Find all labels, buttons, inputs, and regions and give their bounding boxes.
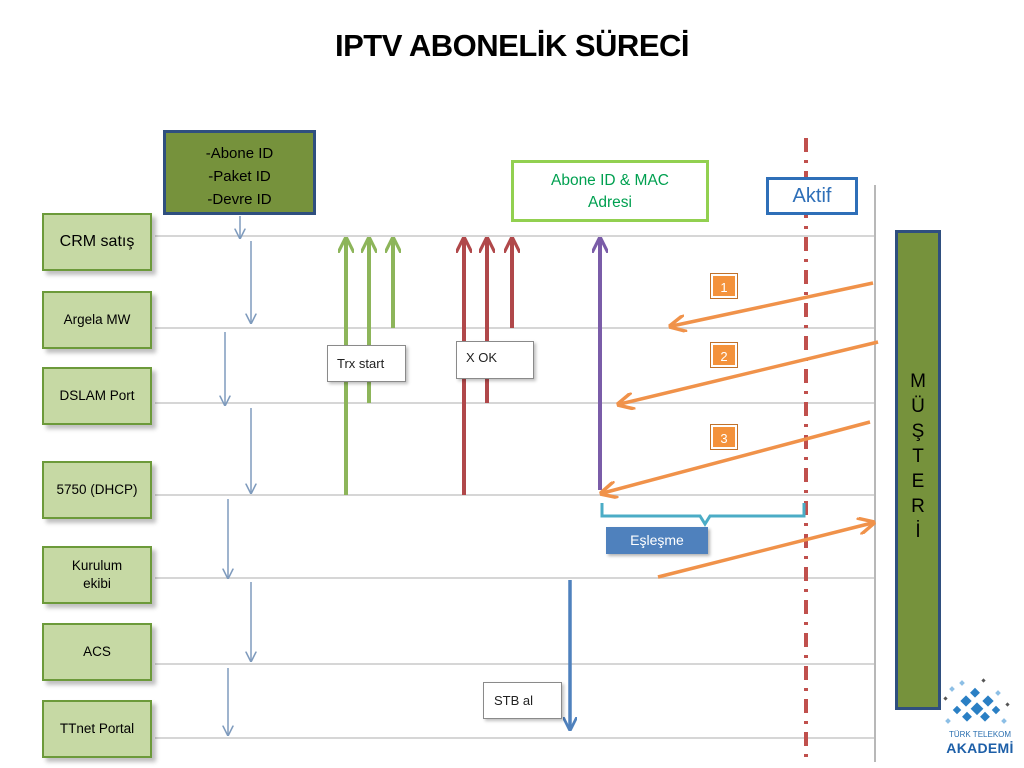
lane-ttnet-portal: TTnet Portal <box>42 700 152 758</box>
stb-al-label: STB al <box>483 682 562 719</box>
step-badge-1: 1 <box>711 274 737 298</box>
lane-argela-mw: Argela MW <box>42 291 152 349</box>
lane-lines <box>155 235 875 739</box>
musteri-letter: Ş <box>911 421 925 442</box>
info-devre-id: -Devre ID <box>207 191 272 208</box>
step-badge-2: 2 <box>711 343 737 367</box>
step-badge-3: 3 <box>711 425 737 449</box>
customer-arrows <box>603 281 879 579</box>
logo-text-small: TÜRK TELEKOM <box>948 730 1012 739</box>
logo-text-big: AKADEMİ <box>946 740 1014 756</box>
lane-dslam-port: DSLAM Port <box>42 367 152 425</box>
x-ok-label: X OK <box>456 341 534 379</box>
info-paket-id: -Paket ID <box>208 168 271 185</box>
mac-box-line-2: Adresi <box>588 194 632 211</box>
lane-crm-satis: CRM satış <box>42 213 152 271</box>
turk-telekom-akademi-logo-icon <box>943 678 1010 724</box>
subscriber-info-box: -Abone ID -Paket ID -Devre ID <box>163 130 316 215</box>
lane-5750-dhcp: 5750 (DHCP) <box>42 461 152 519</box>
musteri-letter: E <box>911 471 925 492</box>
mac-address-box: Abone ID & MAC Adresi <box>511 160 709 222</box>
mac-box-line-1: Abone ID & MAC <box>550 172 670 189</box>
musteri-letter: R <box>911 496 925 517</box>
eslesme-label: Eşleşme <box>606 527 708 554</box>
eslesme-brace <box>600 503 806 527</box>
musteri-letter: M <box>910 371 926 392</box>
flow-down-arrows <box>225 216 251 735</box>
info-abone-id: -Abone ID <box>205 145 274 162</box>
slide-title: IPTV ABONELİK SÜRECİ <box>335 28 690 63</box>
musteri-letter: İ <box>915 521 921 542</box>
lane-kurulum-ekibi: Kurulum ekibi <box>42 546 152 604</box>
trx-start-label: Trx start <box>327 345 406 382</box>
musteri-letter: Ü <box>911 396 925 417</box>
lane-acs: ACS <box>42 623 152 681</box>
musteri-letter: T <box>912 446 924 467</box>
aktif-label: Aktif <box>766 177 858 215</box>
musteri-bar: M Ü Ş T E R İ <box>895 230 941 710</box>
